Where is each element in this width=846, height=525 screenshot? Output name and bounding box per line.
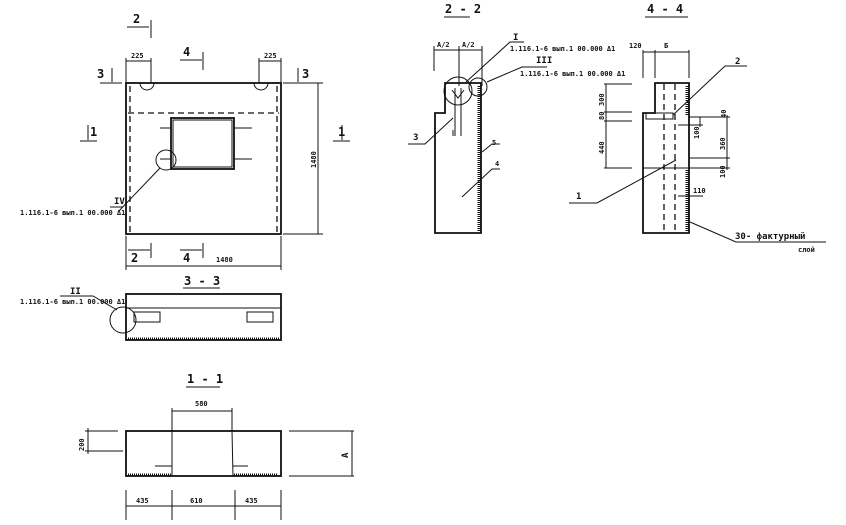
plan-view: IV 1.116.1-6 вып.1 00.000 Δ1 225 225 148…	[20, 12, 350, 270]
drawing-line	[125, 293, 282, 341]
section-2-bottom-label: 2	[131, 251, 138, 265]
callout-circle-IV	[155, 149, 177, 171]
drawing-line	[433, 46, 483, 86]
label-2-label: 2	[735, 57, 740, 67]
drawing-line	[125, 236, 282, 270]
panel-outline	[125, 82, 282, 235]
label-3-label: 3	[413, 133, 418, 143]
callout-II-label: II	[70, 287, 81, 297]
dim-B-label: Б	[664, 42, 668, 50]
dim-height-label: 1480	[310, 151, 318, 168]
callout-I-label: I	[513, 33, 518, 43]
dim-610-label: 610	[190, 497, 203, 505]
dim-top-right-label: 225	[264, 52, 277, 60]
section-1-left-label: 1	[90, 125, 97, 139]
dim-80-label: 80	[598, 112, 606, 120]
drawing-line	[80, 20, 350, 258]
drawing-line	[408, 117, 500, 198]
callout-circle-III	[468, 77, 488, 97]
dim-580-label: 580	[195, 400, 208, 408]
callout-I-ref-label: 1.116.1-6 вып.1 00.000 Δ1	[510, 45, 615, 53]
dim-300-label: 300	[598, 93, 606, 106]
label-5-label: 5	[492, 139, 496, 147]
section-3-right-label: 3	[302, 67, 309, 81]
dim-435-right-label: 435	[245, 497, 258, 505]
drawing-line	[85, 408, 354, 520]
drawing-line	[246, 311, 274, 323]
drawing-line	[645, 112, 674, 120]
drawing-line	[569, 65, 826, 243]
drawing-line	[125, 58, 282, 83]
section-title: 3 - 3	[184, 274, 220, 288]
dim-100-b-label: 100	[719, 165, 727, 178]
drawing-line	[451, 88, 465, 136]
drawing-line	[604, 50, 730, 197]
layer-note-1-label: 30- фактурный	[735, 232, 805, 242]
section-title: 1 - 1	[187, 372, 223, 386]
drawing-line	[642, 82, 690, 234]
dim-440-label: 440	[598, 141, 606, 154]
callout-circle-I	[443, 76, 473, 106]
dim-a2-right-label: A/2	[462, 41, 475, 49]
dim-110-label: 110	[693, 187, 706, 195]
drawing-line	[434, 82, 482, 234]
callout-III-ref-label: 1.116.1-6 вып.1 00.000 Δ1	[520, 70, 625, 78]
drawing-line	[172, 119, 233, 168]
callout-III-label: III	[536, 56, 552, 66]
section-title: 4 - 4	[647, 2, 683, 16]
dim-120-label: 120	[629, 42, 642, 50]
dim-top-left-label: 225	[131, 52, 144, 60]
dim-A-label: A	[341, 452, 351, 458]
section-4-bottom-label: 4	[183, 251, 190, 265]
drawing-line	[125, 430, 282, 477]
drawing-line	[133, 311, 161, 323]
drawing-line	[160, 127, 252, 160]
dim-width-label: 1480	[216, 256, 233, 264]
section-title: 2 - 2	[445, 2, 481, 16]
window-opening	[170, 117, 235, 170]
dim-40-label: 40	[720, 110, 728, 118]
dim-435-left-label: 435	[136, 497, 149, 505]
callout-label: IV	[114, 197, 125, 207]
dim-a2-left-label: A/2	[437, 41, 450, 49]
callout-ref: 1.116.1-6 вып.1 00.000 Δ1	[20, 209, 125, 217]
section-4-top-label: 4	[183, 45, 190, 59]
section-2-2: 2 - 2 A/2 A/2 I 1.116.1-6 вып.1 00.000 Δ…	[408, 2, 625, 234]
section-1-1: 1 - 1 580 200 A 435 610 435	[78, 372, 354, 520]
drawing-line	[171, 430, 234, 477]
section-1-right-label: 1	[338, 125, 345, 139]
label-1-label: 1	[576, 192, 581, 202]
drawing-line	[60, 295, 118, 311]
dim-100-a-label: 100	[693, 126, 701, 139]
dim-200-label: 200	[78, 438, 86, 451]
label-4-label: 4	[495, 160, 499, 168]
callout-II-ref-label: 1.116.1-6 вып.1 00.000 Δ1	[20, 298, 125, 306]
section-2-top-label: 2	[133, 12, 140, 26]
drawing-line	[117, 167, 161, 213]
section-3-left-label: 3	[97, 67, 104, 81]
dim-360-label: 360	[719, 137, 727, 150]
drawing-line	[465, 41, 547, 83]
drawing-line	[139, 82, 269, 91]
callout-circle-II	[109, 306, 137, 334]
section-3-3: 3 - 3 II 1.116.1-6 вып.1 00.000 Δ1	[20, 274, 282, 341]
layer-note-2-label: слой	[798, 246, 815, 254]
section-4-4: 4 - 4 120 Б 300 80 440 40 100 360 100 11…	[569, 2, 826, 254]
